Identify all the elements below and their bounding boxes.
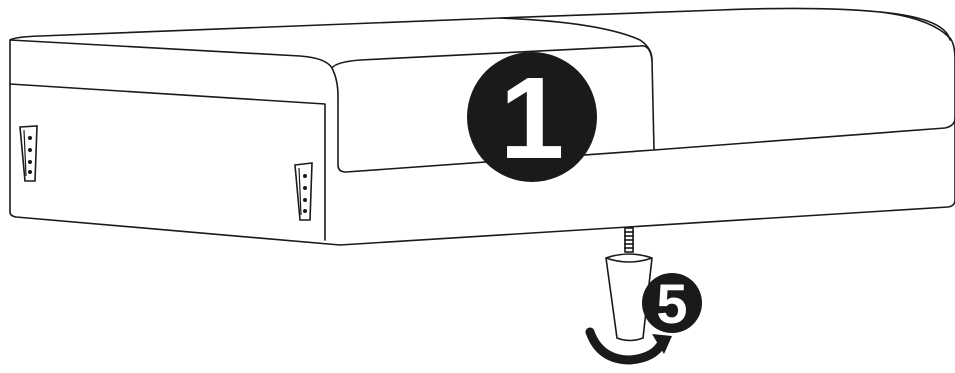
bracket-right <box>295 163 312 220</box>
cushion-outline <box>332 46 955 172</box>
left-top-seam <box>10 84 325 240</box>
callout-label-5: 5 <box>656 272 687 335</box>
callout-part-1: 1 <box>467 52 597 183</box>
callout-part-5: 5 <box>642 272 702 335</box>
bracket-left <box>20 126 37 181</box>
callout-label-1: 1 <box>500 53 565 183</box>
leg-bolt <box>624 228 634 252</box>
right-end-curve <box>880 12 950 40</box>
